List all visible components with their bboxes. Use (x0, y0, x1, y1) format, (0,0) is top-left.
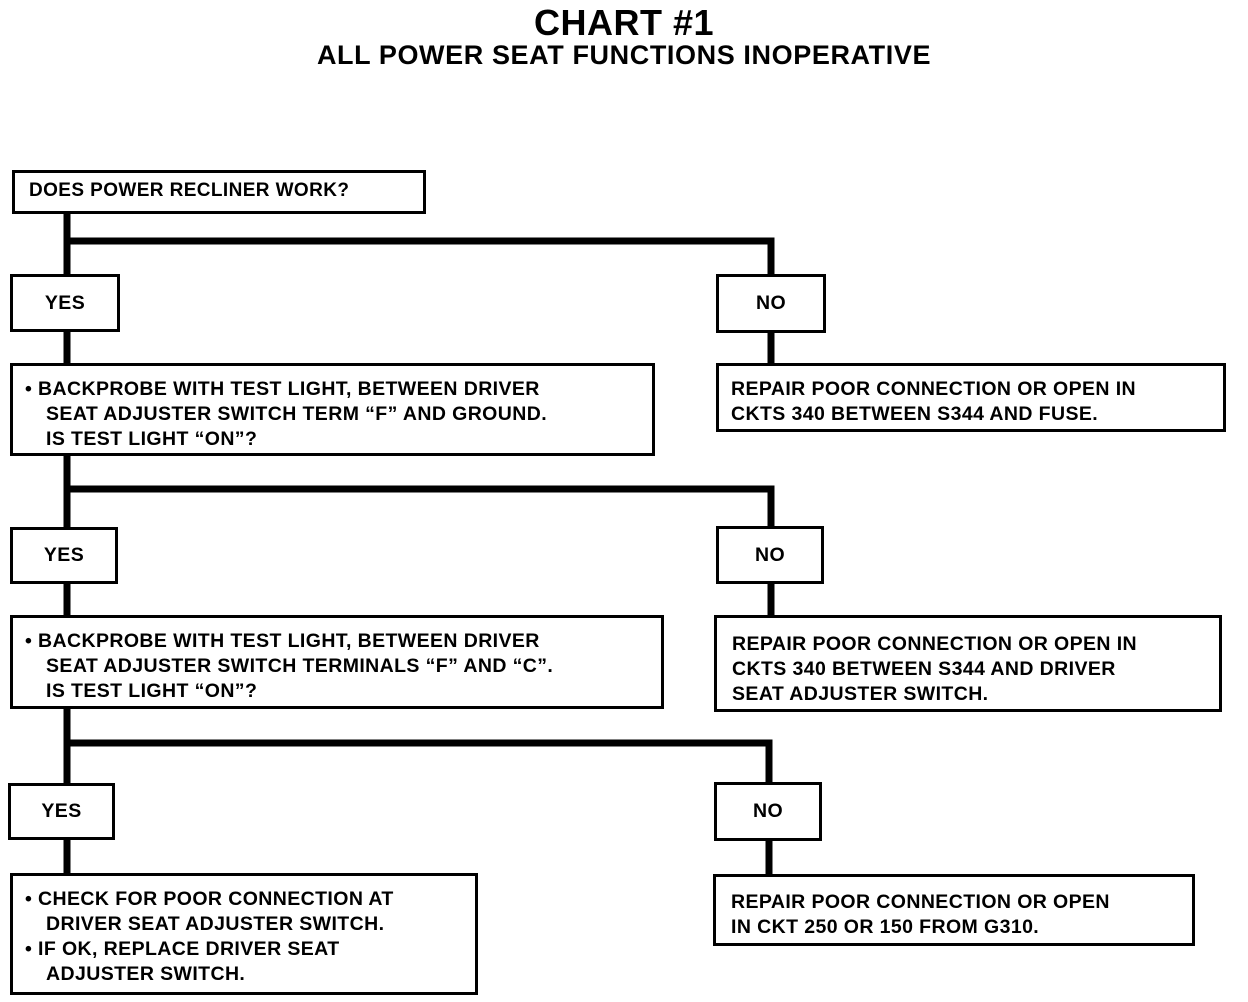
step3-line-4: ADJUSTER SWITCH. (46, 963, 246, 985)
step1-line-3: IS TEST LIGHT “ON”? (46, 428, 258, 450)
yes-box-3: YES (8, 783, 115, 840)
step1-line-2: SEAT ADJUSTER SWITCH TERM “F” AND GROUND… (46, 403, 548, 425)
yes-box-2: YES (10, 527, 118, 584)
connector-question-no1 (67, 237, 775, 276)
question-box: DOES POWER RECLINER WORK? (12, 170, 426, 214)
repair-box-2: REPAIR POOR CONNECTION OR OPEN IN CKTS 3… (714, 615, 1222, 712)
step3-line-1: • CHECK FOR POOR CONNECTION AT (25, 888, 394, 910)
chart-title: CHART #1 (533, 2, 715, 43)
action-box-3: • CHECK FOR POOR CONNECTION AT DRIVER SE… (10, 873, 478, 995)
yes-label-2: YES (43, 544, 85, 566)
yes-label-1: YES (44, 291, 86, 314)
repair2-line-2: CKTS 340 BETWEEN S344 AND DRIVER (732, 658, 1116, 680)
repair2-line-3: SEAT ADJUSTER SWITCH. (732, 683, 989, 705)
repair1-line-2: CKTS 340 BETWEEN S344 AND FUSE. (731, 403, 1099, 425)
no-box-2: NO (716, 526, 824, 584)
step2-line-3: IS TEST LIGHT “ON”? (46, 680, 258, 702)
repair1-line-1: REPAIR POOR CONNECTION OR OPEN IN (731, 378, 1137, 400)
repair2-line-1: REPAIR POOR CONNECTION OR OPEN IN (732, 633, 1138, 655)
yes-label-3: YES (41, 800, 82, 822)
repair-box-3: REPAIR POOR CONNECTION OR OPEN IN CKT 25… (713, 874, 1195, 946)
connector-step1-no2 (67, 485, 775, 528)
step2-line-2: SEAT ADJUSTER SWITCH TERMINALS “F” AND “… (46, 655, 554, 677)
no-label-1: NO (755, 292, 787, 314)
chart-subtitle: ALL POWER SEAT FUNCTIONS INOPERATIVE (316, 40, 932, 70)
step3-line-2: DRIVER SEAT ADJUSTER SWITCH. (46, 913, 385, 935)
repair-box-1: REPAIR POOR CONNECTION OR OPEN IN CKTS 3… (716, 363, 1226, 432)
step3-line-3: • IF OK, REPLACE DRIVER SEAT (25, 938, 340, 960)
no-box-3: NO (714, 782, 822, 841)
step1-line-1: • BACKPROBE WITH TEST LIGHT, BETWEEN DRI… (25, 378, 540, 400)
test-step-box-2: • BACKPROBE WITH TEST LIGHT, BETWEEN DRI… (10, 615, 664, 709)
step2-line-1: • BACKPROBE WITH TEST LIGHT, BETWEEN DRI… (25, 630, 540, 652)
no-label-3: NO (752, 800, 784, 822)
question-text: DOES POWER RECLINER WORK? (29, 180, 350, 201)
yes-box-1: YES (10, 274, 120, 332)
repair3-line-1: REPAIR POOR CONNECTION OR OPEN (731, 891, 1110, 913)
test-step-box-1: • BACKPROBE WITH TEST LIGHT, BETWEEN DRI… (10, 363, 655, 456)
repair3-line-2: IN CKT 250 OR 150 FROM G310. (731, 916, 1040, 938)
connector-step2-no3 (67, 739, 773, 784)
no-box-1: NO (716, 274, 826, 333)
no-label-2: NO (754, 543, 786, 566)
